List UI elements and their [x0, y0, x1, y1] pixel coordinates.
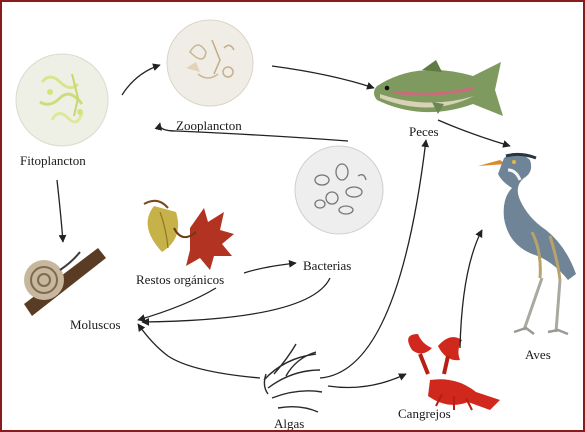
arrow-restos-bacterias [244, 263, 296, 273]
node-label-bacterias: Bacterias [303, 258, 351, 274]
arrow-fitoplancton-zooplancton [122, 65, 160, 95]
arrow-zooplancton-peces [272, 66, 374, 88]
algae-icon [264, 344, 322, 412]
snail-icon [24, 248, 106, 316]
phytoplankton-icon [16, 54, 108, 146]
node-label-zooplancton: Zooplancton [176, 118, 242, 134]
arrow-fitoplancton-moluscos [57, 180, 63, 242]
fish-icon [374, 60, 503, 116]
bacteria-icon [295, 146, 383, 234]
node-label-aves: Aves [525, 347, 551, 363]
node-label-fitoplancton: Fitoplancton [20, 153, 86, 169]
node-label-peces: Peces [409, 124, 439, 140]
arrow-algas-cangrejos [328, 374, 406, 388]
node-label-moluscos: Moluscos [70, 317, 121, 333]
node-label-algas: Algas [274, 416, 304, 432]
arrow-restos-moluscos [138, 288, 216, 320]
node-label-cangrejos: Cangrejos [398, 406, 451, 422]
leaves-icon [144, 201, 234, 270]
arrow-cangrejos-aves [460, 230, 482, 348]
crab-icon [408, 334, 500, 410]
node-label-restos: Restos orgánicos [136, 272, 224, 288]
heron-icon [478, 153, 576, 334]
zooplankton-icon [167, 20, 253, 106]
arrow-algas-moluscos [138, 324, 260, 378]
arrow-peces-aves [438, 120, 510, 146]
